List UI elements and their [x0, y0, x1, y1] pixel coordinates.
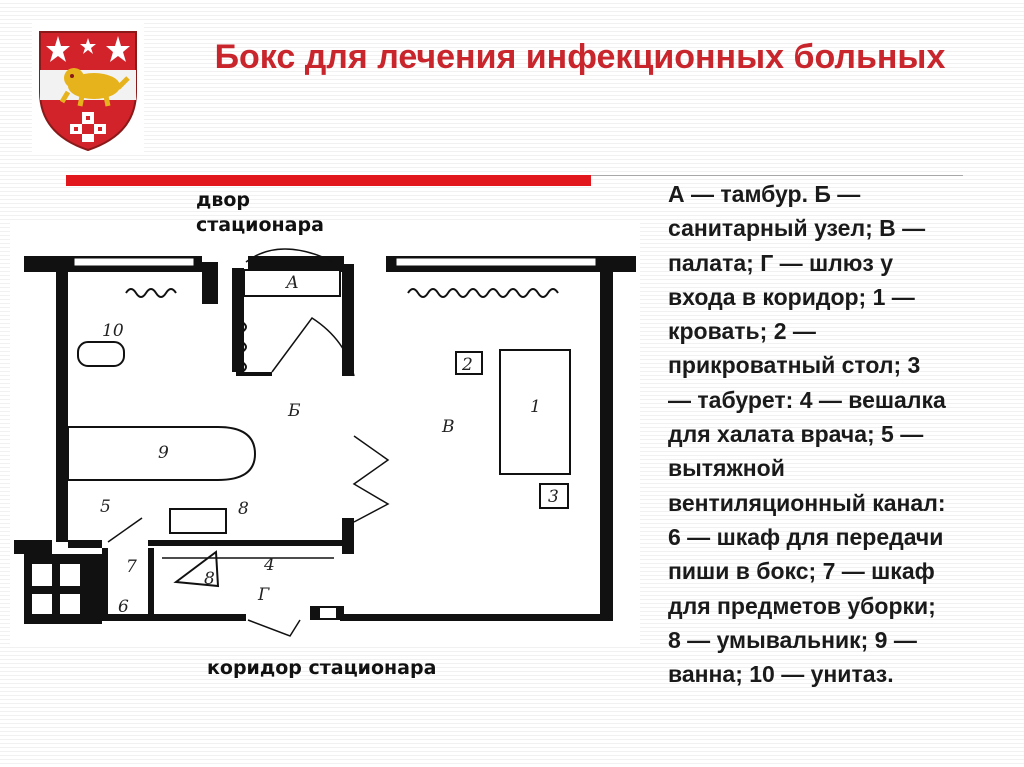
legend-line: вытяжной — [668, 455, 785, 482]
room-label-g: Г — [257, 585, 270, 605]
item-label-1: 1 — [530, 397, 541, 417]
plan-doors — [107, 248, 390, 637]
item-label-8b: 8 — [204, 569, 215, 589]
legend-line: 6 — шкаф для передачи — [668, 523, 944, 550]
legend-line: вентиляционный канал: — [668, 489, 946, 516]
legend-line: для предметов уборки; — [668, 592, 936, 619]
item-label-9: 9 — [158, 443, 169, 463]
lion-figure — [59, 68, 130, 107]
item-label-7: 7 — [126, 557, 137, 577]
legend-line: санитарный узел; В — — [668, 215, 926, 242]
plan-windows — [73, 257, 597, 267]
item-label-8a: 8 — [238, 499, 249, 519]
room-label-b: Б — [287, 401, 301, 421]
room-label-v: В — [441, 417, 455, 437]
coat-of-arms-emblem — [32, 22, 144, 154]
plan-radiators — [125, 288, 559, 373]
plan-furniture — [67, 269, 571, 588]
legend-line: ванна; 10 — унитаз. — [668, 661, 894, 688]
legend-line: 8 — умывальник; 9 — — [668, 626, 917, 653]
item-label-6: 6 — [118, 597, 129, 617]
slide-title: Бокс для лечения инфекционных больных — [214, 38, 946, 76]
item-label-3: 3 — [548, 487, 559, 507]
item-label-4: 4 — [263, 555, 275, 575]
legend-text: А — тамбур. Б — санитарный узел; В — пал… — [668, 177, 1008, 691]
legend-line: прикроватный стол; 3 — [668, 352, 921, 379]
legend-line: входа в коридор; 1 — — [668, 283, 915, 310]
yard-label: двор стационара — [196, 189, 324, 236]
floor-plan-diagram: А Б В Г 1 2 3 4 5 6 7 8 8 9 10 — [10, 222, 640, 647]
item-label-2: 2 — [461, 355, 473, 375]
legend-line: пиши в бокс; 7 — шкаф — [668, 558, 935, 585]
legend-line: палата; Г — шлюз у — [668, 249, 894, 276]
legend-line: кровать; 2 — — [668, 318, 816, 345]
item-label-10: 10 — [102, 321, 124, 341]
legend-line: А — тамбур. Б — — [668, 181, 861, 207]
corridor-label: коридор стационара — [207, 657, 437, 679]
title-underline-red — [66, 175, 591, 186]
legend-line: для халата врача; 5 — — [668, 421, 924, 448]
title-underline-gray — [591, 175, 963, 176]
legend-line: — табурет: 4 — вешалка — [668, 386, 946, 413]
item-label-5: 5 — [100, 497, 111, 517]
room-label-a: А — [285, 273, 299, 293]
plan-room-labels: А Б В Г 1 2 3 4 5 6 7 8 8 9 10 — [100, 273, 559, 617]
